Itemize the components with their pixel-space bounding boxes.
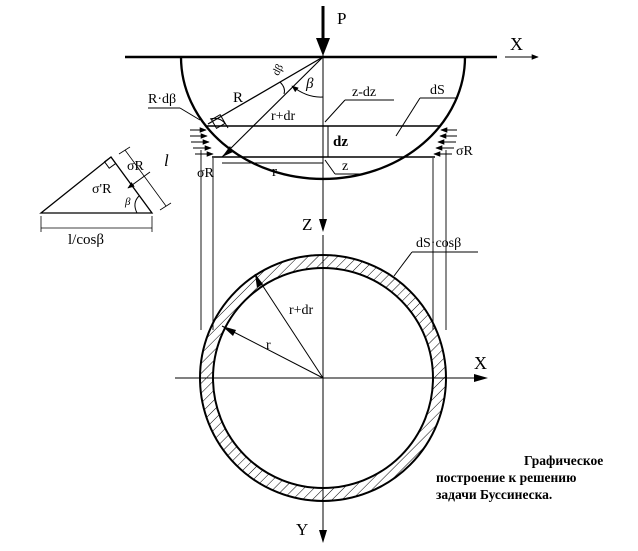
leader-ds-cos-beta (393, 251, 413, 277)
inset-label-sigma-r: σR (127, 159, 145, 174)
label-p: P (337, 9, 346, 28)
ring-radius-r-dr-arrowhead (255, 274, 263, 288)
inset-l-dim-line (124, 149, 167, 207)
right-angle-mark (210, 113, 226, 130)
label-r-d-beta: R·dβ (148, 92, 176, 107)
label-r: R (233, 90, 243, 106)
contact-curve (209, 117, 229, 129)
caption-line-3: задачи Буссинеска. (436, 487, 553, 502)
label-y: Y (296, 520, 308, 539)
y-axis-arrowhead (319, 530, 327, 543)
inset-sigma-r-arrow (127, 171, 151, 189)
ring-outer-circle (199, 254, 447, 502)
inset-l-tick-1 (118, 146, 131, 155)
inset-label-l: l (164, 151, 169, 170)
leader-r-dbeta (179, 107, 201, 121)
label-r-top: r (272, 164, 277, 180)
radius-r-dr-line (221, 56, 324, 158)
label-dz: dz (333, 134, 348, 150)
inset-l-tick-2 (159, 202, 172, 211)
label-d-beta: dβ (270, 62, 286, 78)
d-beta-arc (279, 81, 285, 95)
label-r-bottom: r (266, 338, 271, 353)
sigma-r-right-arrows (433, 127, 457, 157)
label-ds: dS (430, 83, 445, 98)
label-r-dr-top: r+dr (271, 109, 296, 124)
x-axis-arrowhead-bottom (474, 374, 488, 382)
leader-z (324, 159, 336, 175)
ring-radius-r-arrowhead (222, 326, 236, 336)
caption-line-2: построение к решению (436, 470, 577, 485)
hemisphere-arc (179, 56, 467, 181)
inset-beta-arc (134, 195, 140, 214)
radius-r-line (207, 56, 324, 125)
label-r-dr-bottom: r+dr (289, 303, 314, 318)
label-beta: β (305, 76, 314, 92)
label-z-dz: z-dz (352, 85, 376, 100)
ring-inner-circle (212, 267, 434, 489)
inset-right-angle (103, 156, 117, 169)
label-sigma-r-left: σR (197, 166, 215, 181)
z-axis-arrowhead (319, 219, 327, 232)
label-sigma-r-right: σR (456, 144, 474, 159)
label-z-small: z (342, 159, 348, 174)
radius-r-dr-arrowhead (222, 146, 233, 157)
label-ds-cos-beta: dS·cosβ (416, 236, 461, 251)
force-p-arrowhead (316, 38, 330, 56)
figure-caption: Графическое построение к решению задачи … (436, 452, 632, 503)
leader-ds (395, 97, 421, 137)
sigma-r-left-arrows (190, 127, 214, 157)
label-x-top: X (510, 34, 523, 54)
ring-radius-r-dr (254, 273, 324, 379)
leader-z-dz (324, 99, 346, 123)
label-z: Z (302, 215, 312, 234)
inset-label-sigma-prime-r: σ'R (92, 182, 112, 197)
label-x-bottom: X (474, 353, 487, 373)
inset-label-beta: β (124, 196, 131, 208)
caption-line-1: Графическое (524, 453, 604, 468)
inset-label-l-cos-beta: l/cosβ (68, 232, 104, 248)
ring-radius-r (221, 325, 324, 379)
beta-arc (291, 85, 324, 98)
